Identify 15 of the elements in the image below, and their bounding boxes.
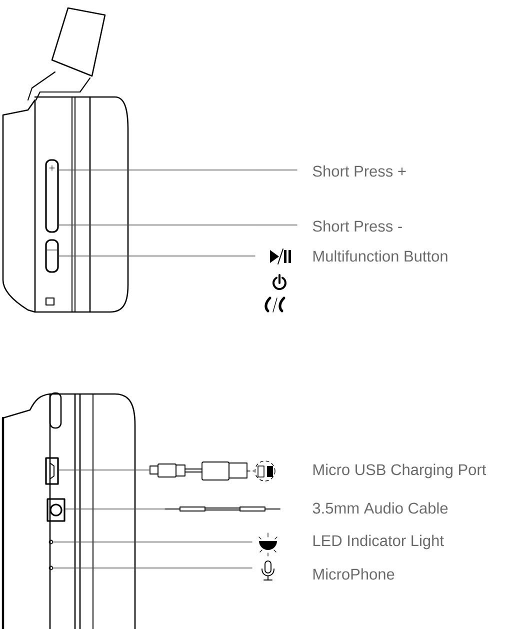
callout-label: Micro USB Charging Port — [313, 464, 486, 478]
volume-button — [45, 159, 59, 233]
callout-label: MicroPhone — [313, 568, 394, 580]
led-hole — [48, 540, 54, 544]
usb-port — [45, 457, 59, 485]
leader-line — [64, 508, 166, 510]
callout-label: Short Press + — [312, 165, 406, 177]
audio-jack — [46, 498, 66, 522]
callout-label: 3.5mm Audio Cable — [312, 502, 448, 514]
leader-line — [58, 224, 298, 226]
callout-label: LED Indicator Light — [313, 534, 444, 550]
callout-label: Multifunction Button — [313, 250, 448, 262]
multifunction-button — [45, 239, 59, 273]
callout-label: Short Press - — [312, 220, 402, 232]
microphone-hole — [48, 566, 54, 570]
